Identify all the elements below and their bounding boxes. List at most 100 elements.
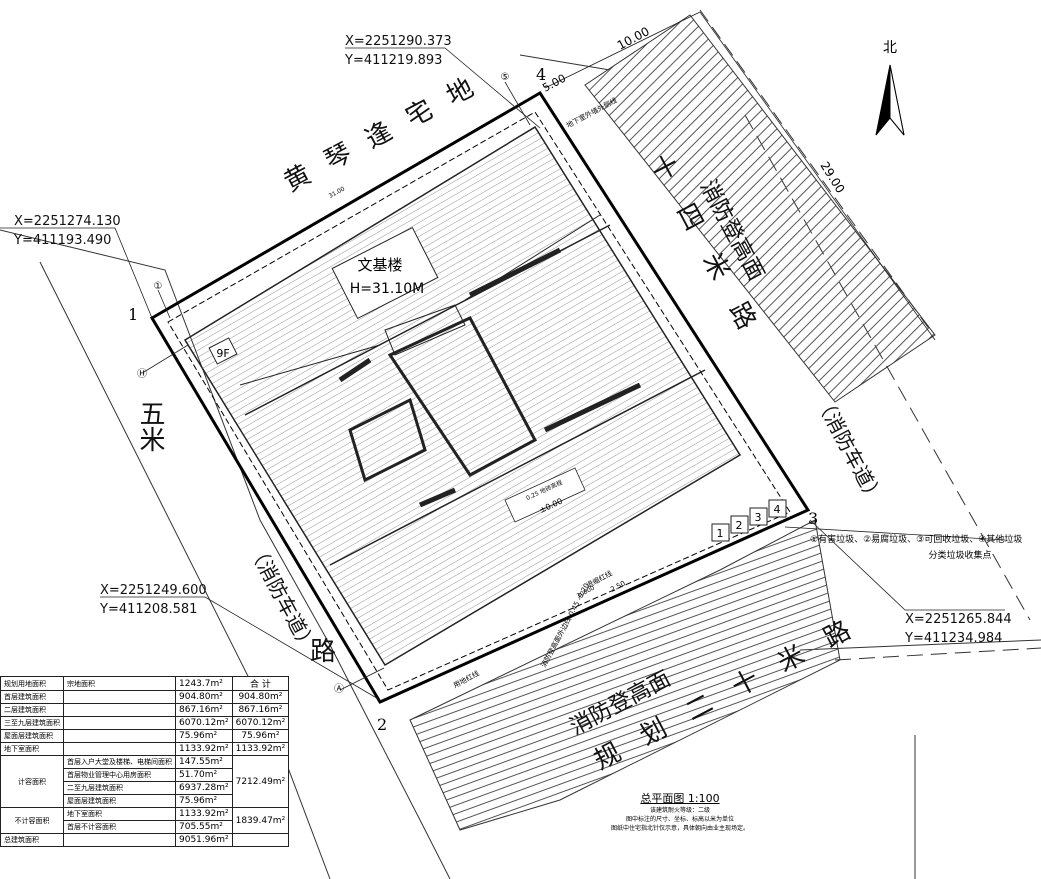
- coordinate-leaders: [0, 47, 1005, 701]
- road-5-label: 五米: [135, 400, 165, 452]
- garbage-description: ①有害垃圾、②易腐垃圾、③可回收垃圾、④其他垃圾: [810, 533, 1022, 545]
- coord-p1-y: Y=411193.490: [13, 233, 111, 248]
- table-cell: 147.55m²: [175, 755, 233, 769]
- table-cell: 1133.92m²: [231, 742, 290, 756]
- garbage-point-label: 分类垃圾收集点: [928, 549, 991, 561]
- fire-lane-right-label: （消防车道）: [811, 391, 889, 508]
- bin-4: 4: [774, 503, 781, 516]
- table-cell: [63, 716, 176, 730]
- table-cell: [231, 833, 290, 847]
- table-cell: 1243.7m²: [175, 676, 233, 691]
- axis-A: Ⓐ: [334, 683, 344, 695]
- coord-p3-y: Y=411234.984: [904, 631, 1002, 646]
- bin-3: 3: [755, 511, 762, 524]
- coord-p1-x: X=2251274.130: [14, 214, 121, 229]
- coord-p4-x: X=2251290.373: [345, 34, 452, 49]
- table-cell: 总建筑面积: [0, 833, 64, 847]
- table-cell: 9051.96m²: [175, 833, 233, 847]
- table-cell: 904.80m²: [175, 690, 233, 704]
- site-boundary: [149, 90, 811, 704]
- bin-2: 2: [736, 519, 743, 532]
- table-cell: [63, 690, 176, 704]
- table-cell: [63, 703, 176, 717]
- table-cell: 地下室面积: [0, 742, 64, 756]
- point-labels: 1 2 3 4: [128, 65, 818, 734]
- table-cell: 合 计: [231, 676, 290, 691]
- table-cell: 二层建筑面积: [0, 703, 64, 717]
- table-cell: 1133.92m²: [175, 807, 233, 821]
- dim-top: 31.00: [328, 185, 347, 199]
- note-units: 图中标注的尺寸、坐标、标高以米为单位: [625, 816, 734, 823]
- axis-5: ⑤: [501, 72, 510, 83]
- building-name: 文基楼: [357, 256, 402, 274]
- garbage-bins: 1 2 3 4: [711, 499, 1006, 542]
- bin-1: 1: [717, 527, 724, 540]
- table-cell: 屋面层建筑面积: [63, 794, 176, 808]
- building-footprint: [183, 125, 742, 667]
- point-3: 3: [808, 509, 818, 528]
- drawing-title: 总平面图 1:100: [640, 792, 720, 805]
- note-fire-rating: 该建筑耐火等级：二级: [649, 807, 710, 814]
- coord-p2-y: Y=411208.581: [99, 602, 197, 617]
- axis-bubbles: [143, 81, 531, 691]
- table-cell: [63, 833, 176, 847]
- table-cell: 首层物业管理中心用房面积: [63, 768, 176, 782]
- table-cell: [63, 729, 176, 743]
- fire-platform-right: [584, 14, 936, 403]
- table-cell: 51.70m²: [175, 768, 233, 782]
- table-cell: 二至九层建筑面积: [63, 781, 176, 795]
- floor-count: 9F: [216, 347, 229, 360]
- table-cell: 首层建筑面积: [0, 690, 64, 704]
- point-1: 1: [128, 305, 138, 324]
- axis-1: ①: [154, 281, 163, 292]
- table-cell: 867.16m²: [231, 703, 290, 717]
- table-cell: 地下室面积: [63, 807, 176, 821]
- road-5-end: 路: [310, 637, 336, 667]
- table-cell: 三至九层建筑面积: [0, 716, 64, 730]
- table-row: 总建筑面积 9051.96m²: [0, 833, 290, 847]
- table-cell: 1133.92m²: [175, 742, 233, 756]
- table-cell: 6070.12m²: [231, 716, 290, 730]
- table-cell: 1839.47m²: [231, 807, 290, 834]
- boundary-line-label: 用地红线: [452, 669, 481, 690]
- note-north: 图纸中住宅指北针仅示意，具体朝向由业主现场定。: [610, 825, 749, 832]
- table-cell: 宗地面积: [63, 676, 176, 691]
- table-cell: 75.96m²: [175, 729, 233, 743]
- point-2: 2: [377, 715, 387, 734]
- north-label: 北: [883, 40, 897, 56]
- table-cell: [63, 742, 176, 756]
- point-4: 4: [536, 65, 546, 84]
- table-cell: 6937.28m²: [175, 781, 233, 795]
- table-cell: 规划用地面积: [0, 676, 64, 691]
- table-cell: 867.16m²: [175, 703, 233, 717]
- building-label: 文基楼 H=31.10M 9F: [208, 226, 439, 365]
- table-cell: 首层不计容面积: [63, 820, 176, 834]
- coord-p4-y: Y=411219.893: [344, 53, 442, 68]
- table-cell: 705.55m²: [175, 820, 233, 834]
- table-cell: 不计容面积: [0, 807, 64, 834]
- fire-platform-bottom: [409, 519, 841, 831]
- north-arrow: 北: [875, 40, 905, 136]
- axis-H: Ⓗ: [137, 368, 147, 380]
- table-cell: 904.80m²: [231, 690, 290, 704]
- table-cell: 首层入户大堂及楼梯、电梯间面积: [63, 755, 176, 769]
- dimensions: [544, 11, 936, 341]
- building-height: H=31.10M: [350, 281, 424, 297]
- coord-p3-x: X=2251265.844: [905, 612, 1012, 627]
- table-cell: 计容面积: [0, 755, 64, 808]
- table-cell: 屋面层建筑面积: [0, 729, 64, 743]
- table-cell: 75.96m²: [175, 794, 233, 808]
- table-cell: 7212.49m²: [231, 755, 290, 808]
- table-cell: 75.96m²: [231, 729, 290, 743]
